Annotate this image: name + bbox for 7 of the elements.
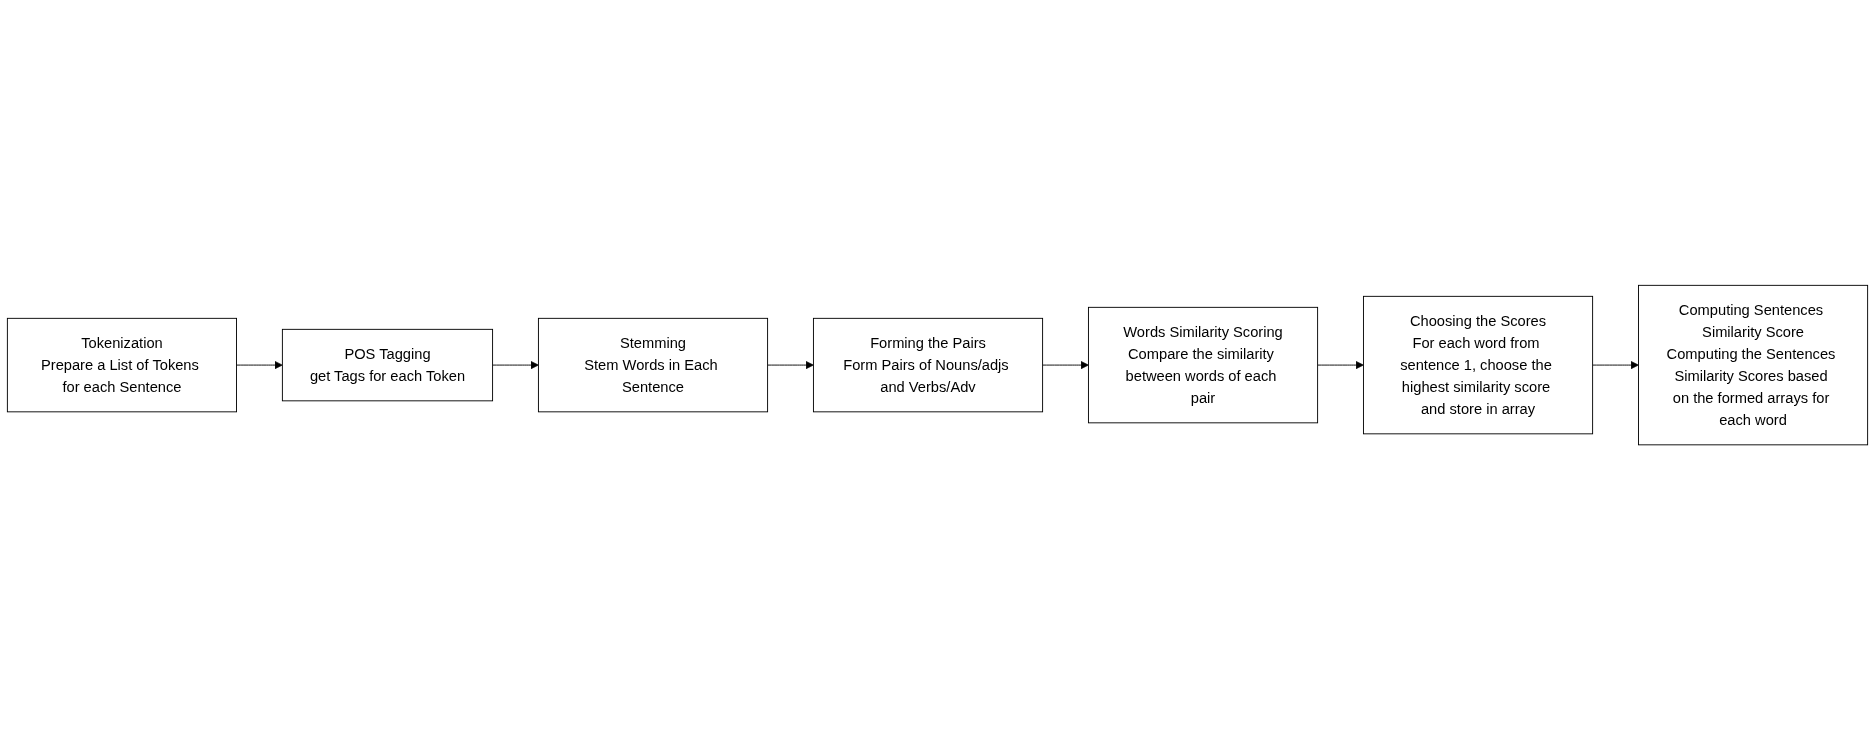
node-box: POS Tagging get Tags for each Token <box>281 329 494 402</box>
node-box: Tokenization Prepare a List of Tokens for each Sentence <box>6 318 237 413</box>
node-box: Computing Sentences Similarity Score Computing the Sentences Similarity Scores based on the formed arrays for each word <box>1638 285 1869 446</box>
node-box: Stemming Stem Words in Each Sentence <box>537 318 769 413</box>
node-box: Forming the Pairs Form Pairs of Nouns/adjs and Verbs/Adv <box>812 318 1044 413</box>
node-box: Words Similarity Scoring Compare the similarity between words of each pair <box>1088 307 1319 424</box>
node-box: Choosing the Scores For each word from sentence 1, choose the highest similarity score and store in array <box>1363 296 1594 435</box>
